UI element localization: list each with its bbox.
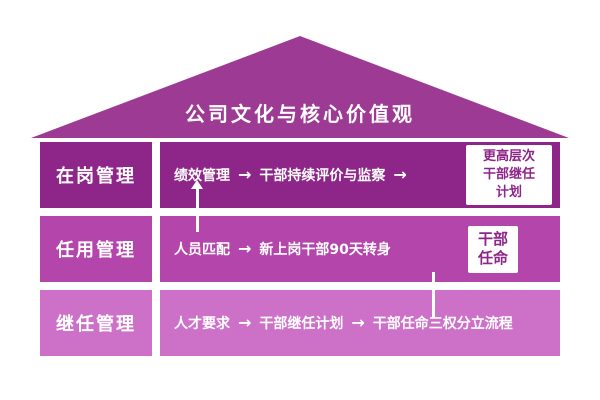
callout-cadre-appointment: 干部 任命 <box>467 225 518 273</box>
row-label-appointment: 任用管理 <box>40 216 152 282</box>
callout-line: 任命 <box>477 249 508 267</box>
callout-line: 计划 <box>495 185 522 201</box>
row-content-onjob: 绩效管理 → 干部持续评价与监察 → 更高层次 干部继任 计划 <box>160 142 560 208</box>
step-performance-management: 绩效管理 <box>174 168 230 184</box>
arrow-right-icon: → <box>238 239 252 258</box>
arrow-right-icon: → <box>238 313 252 332</box>
callout-line: 干部 <box>477 229 508 248</box>
arrow-right-icon: → <box>393 165 407 184</box>
row-succession-management: 继任管理 人才要求 → 干部继任计划 → 干部任命三权分立流程 <box>40 290 560 356</box>
row-label-succession: 继任管理 <box>40 290 152 356</box>
step-separation-of-powers-process: 干部任命三权分立流程 <box>372 316 513 332</box>
step-90day-transition: 新上岗干部90天转身 <box>259 242 391 258</box>
callout-higher-succession-plan: 更高层次 干部继任 计划 <box>466 144 552 206</box>
step-talent-requirements: 人才要求 <box>174 316 230 332</box>
connector-line-up <box>432 272 435 318</box>
callout-line: 干部继任 <box>482 166 535 182</box>
step-succession-plan: 干部继任计划 <box>259 316 344 332</box>
diagram-title: 公司文化与核心价值观 <box>185 102 415 126</box>
step-personnel-matching: 人员匹配 <box>174 242 230 258</box>
roof-triangle <box>31 36 569 138</box>
up-arrow-icon <box>191 180 203 189</box>
row-appointment-management: 任用管理 人员匹配 → 新上岗干部90天转身 干部 任命 <box>40 216 560 282</box>
row-onjob-management: 在岗管理 绩效管理 → 干部持续评价与监察 → 更高层次 干部继任 计划 <box>40 142 560 208</box>
row-label-onjob: 在岗管理 <box>40 142 152 208</box>
row-content-appointment: 人员匹配 → 新上岗干部90天转身 干部 任命 <box>160 216 560 282</box>
connector-line-up <box>196 188 199 232</box>
callout-line: 更高层次 <box>482 148 535 164</box>
step-continuous-evaluation: 干部持续评价与监察 <box>259 168 386 184</box>
row-content-succession: 人才要求 → 干部继任计划 → 干部任命三权分立流程 <box>160 290 560 356</box>
arrow-right-icon: → <box>351 313 365 332</box>
arrow-right-icon: → <box>238 165 252 184</box>
